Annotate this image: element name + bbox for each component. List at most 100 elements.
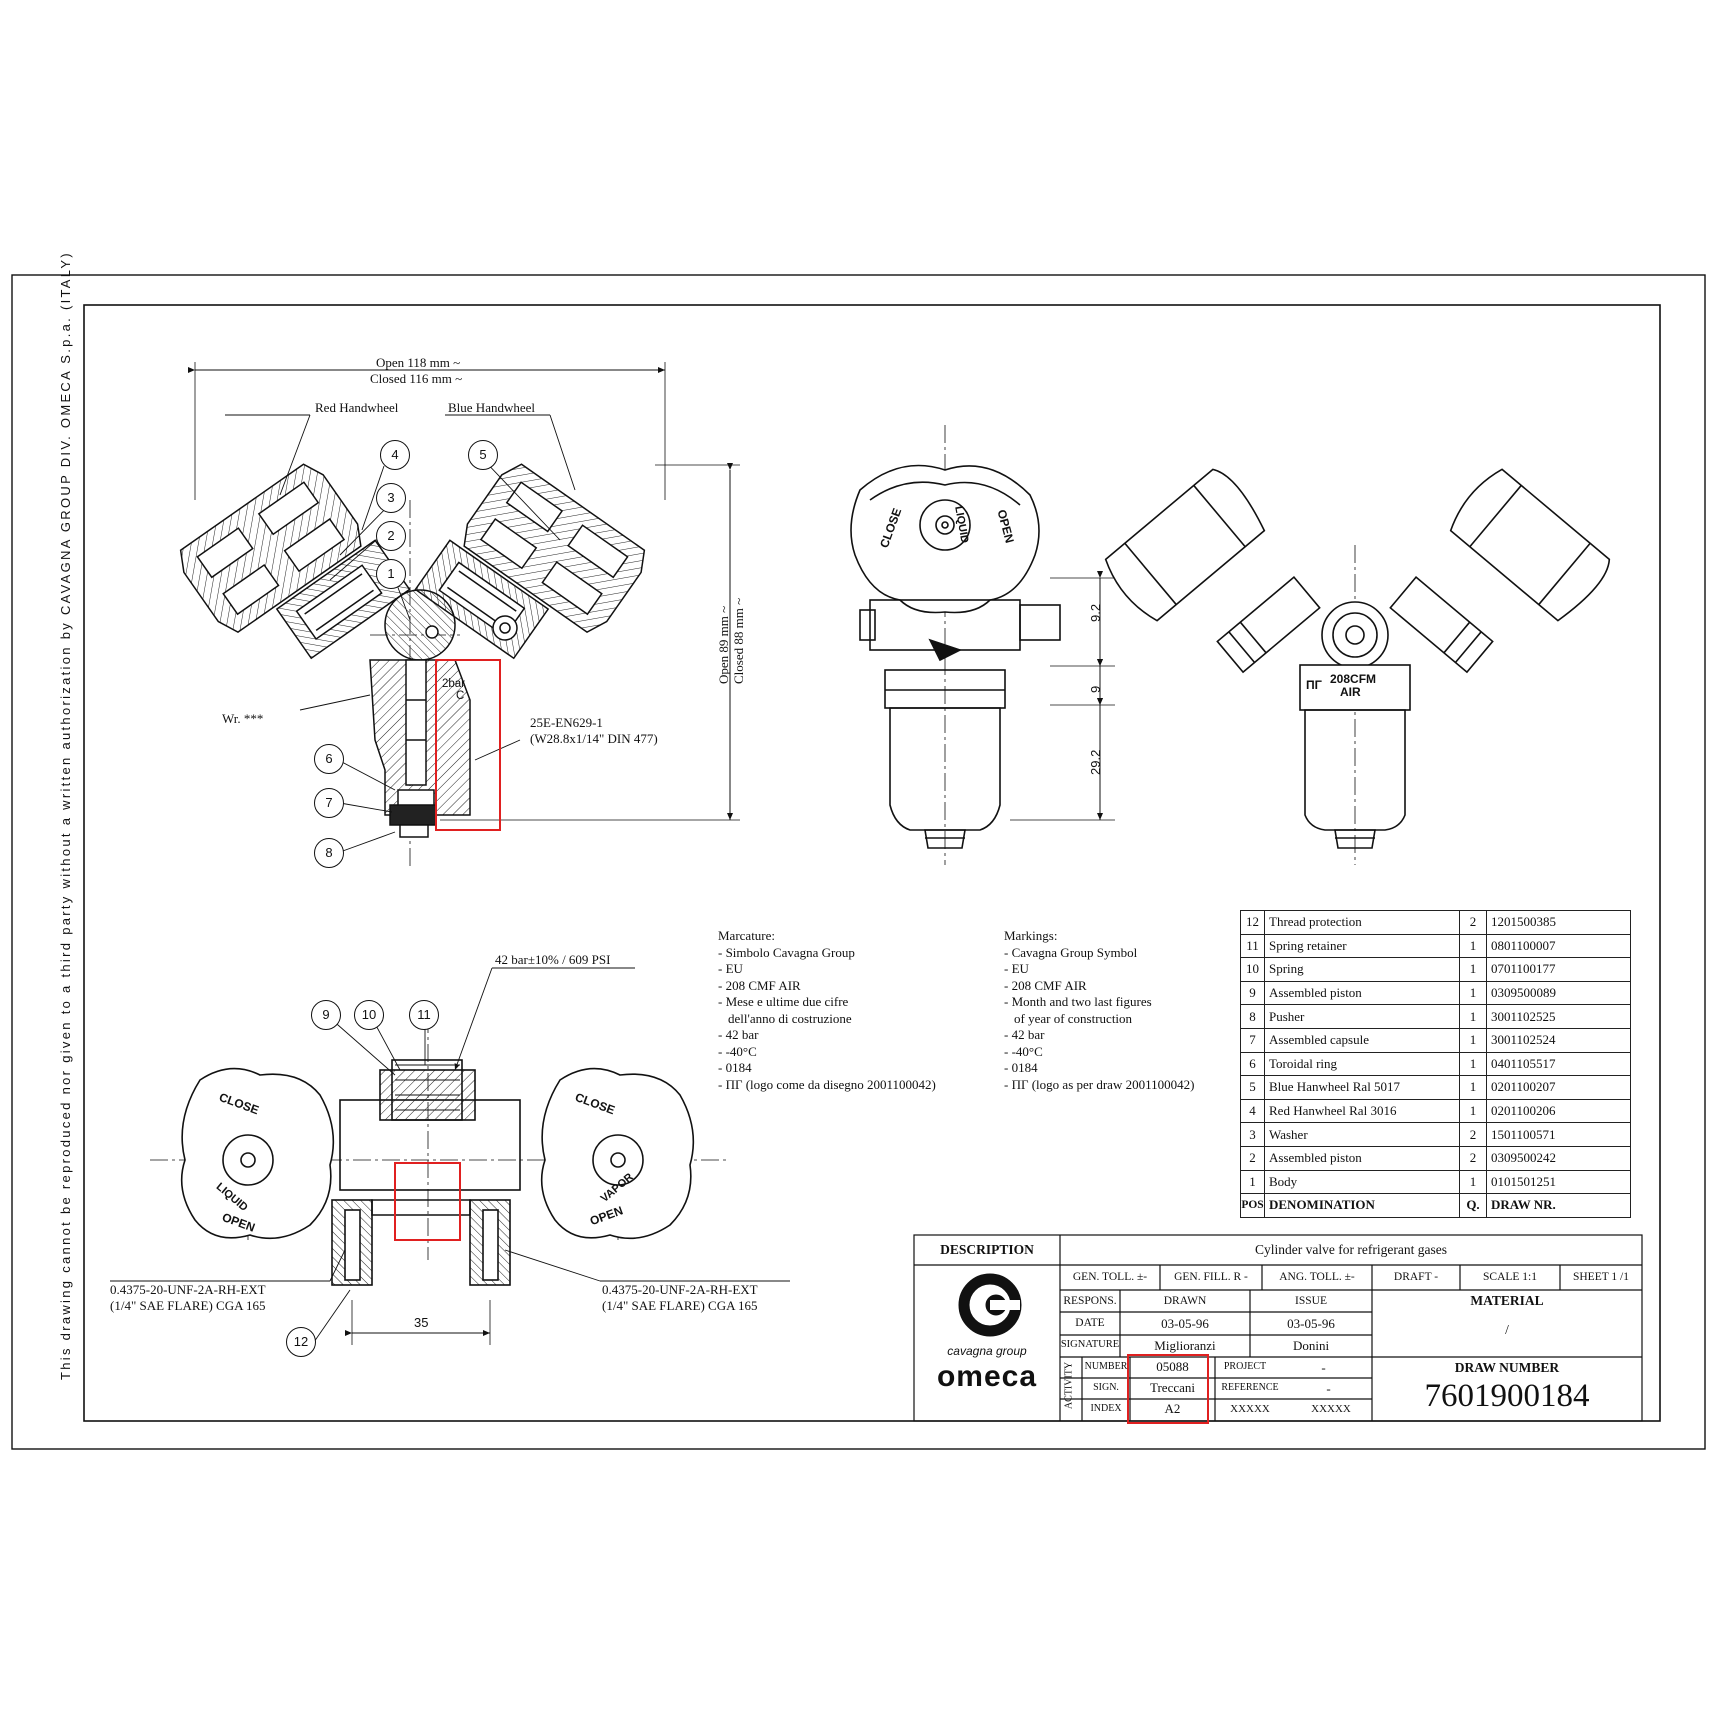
markings-english-line: - ΠΓ (logo as per draw 2001100042) (1004, 1076, 1195, 1092)
markings-english-title: Markings: (1004, 928, 1058, 943)
back-marking-line2: AIR (1340, 685, 1361, 699)
bom-draw-nr: 3001102525 (1486, 1004, 1631, 1029)
highlight-activity-box (1127, 1354, 1209, 1424)
date-label: DATE (1075, 1317, 1105, 1329)
issue-label: ISSUE (1295, 1295, 1327, 1307)
bom-pos: 9 (1240, 980, 1265, 1006)
respons-label: RESPONS. (1063, 1295, 1117, 1307)
bom-pos: 12 (1240, 910, 1265, 935)
markings-english-line: - 42 bar (1004, 1027, 1045, 1042)
bom-draw-nr: 0401105517 (1486, 1051, 1631, 1077)
markings-italian-line: - ΠΓ (logo come da disegno 2001100042) (718, 1076, 936, 1092)
outer-border (11, 274, 1706, 1450)
bom-pos: 5 (1240, 1075, 1265, 1100)
title-block-grid (913, 1234, 1643, 1422)
closed-height-label: Closed 88 mm ~ (731, 597, 746, 684)
bom-pos: 7 (1240, 1027, 1265, 1053)
sig-drawn: Miglioranzi (1154, 1338, 1216, 1353)
logo-tagline: cavagna group (947, 1344, 1027, 1358)
markings-english-line: - Cavagna Group Symbol (1004, 944, 1138, 960)
sign-value: Treccani (1149, 1380, 1195, 1395)
bom-draw-nr: 1501100571 (1486, 1122, 1631, 1147)
bom-pos: 11 (1240, 933, 1265, 959)
index-x1: XXXXX (1230, 1403, 1270, 1415)
top-view-section (110, 967, 790, 1356)
markings-english-line: - 208 CMF AIR (1004, 977, 1087, 993)
project-label: PROJECT (1223, 1361, 1267, 1372)
callout-8: 8 (314, 838, 344, 868)
reference-label: REFERENCE (1221, 1382, 1279, 1393)
callout-2: 2 (376, 521, 406, 551)
bom-quantity: 1 (1459, 980, 1487, 1006)
side-view-section (850, 425, 1115, 865)
bom-header-draw-nr: DRAW NR. (1486, 1193, 1631, 1218)
bom-pos: 4 (1240, 1098, 1265, 1124)
bom-draw-nr: 0309500089 (1486, 980, 1631, 1006)
signature-label: SIGNATURE (1060, 1339, 1120, 1350)
markings-english-line: - -40°C (1004, 1043, 1043, 1059)
callout-5: 5 (468, 440, 498, 470)
relief-setting-label: 42 bar±10% / 609 PSI (495, 952, 611, 967)
thread-spec-line2: (W28.8x1/14" DIN 477) (530, 731, 658, 746)
stamp-line2: C (456, 690, 465, 702)
bom-quantity: 2 (1459, 1145, 1487, 1171)
index-value: A2 (1164, 1401, 1181, 1416)
dim-9: 9 (1088, 685, 1103, 693)
sign-label: SIGN. (1093, 1382, 1119, 1393)
draft: DRAFT - (1393, 1271, 1439, 1283)
bom-pos: 10 (1240, 957, 1265, 982)
sig-issue: Donini (1292, 1338, 1330, 1353)
omeca-logo-mark (958, 1273, 1022, 1337)
bom-denomination: Assembled capsule (1264, 1027, 1460, 1053)
bom-denomination: Assembled piston (1264, 1145, 1460, 1171)
outlet-right-line2: (1/4" SAE FLARE) CGA 165 (602, 1298, 758, 1313)
front-view-section (179, 362, 740, 870)
callout-12: 12 (286, 1327, 316, 1357)
bom-pos: 2 (1240, 1145, 1265, 1171)
open-height-label: Open 89 mm ~ (716, 605, 731, 684)
ang-toll: ANG. TOLL. ±- (1279, 1271, 1355, 1283)
bom-quantity: 1 (1459, 1075, 1487, 1100)
bom-draw-nr: 0801100007 (1486, 933, 1631, 959)
number-value: 05088 (1156, 1359, 1189, 1374)
bom-quantity: 2 (1459, 910, 1487, 935)
bom-header-denomination: DENOMINATION (1264, 1193, 1460, 1218)
index-x2: XXXXX (1311, 1403, 1351, 1415)
bom-pos: 3 (1240, 1122, 1265, 1147)
reference-value: - (1326, 1381, 1331, 1396)
bom-denomination: Toroidal ring (1264, 1051, 1460, 1077)
markings-italian-line: - -40°C (718, 1043, 757, 1059)
copyright-notice: This drawing cannot be reproduced nor gi… (58, 251, 73, 1380)
bom-draw-nr: 1201500385 (1486, 910, 1631, 935)
stamp-line1: 2bar (442, 678, 466, 690)
bom-pos: 8 (1240, 1004, 1265, 1029)
red-handwheel-label: Red Handwheel (315, 400, 399, 415)
markings-italian-line: dell'anno di costruzione (728, 1010, 852, 1026)
back-marking-line1: 208CFM (1330, 672, 1377, 686)
outlet-right-line1: 0.4375-20-UNF-2A-RH-EXT (602, 1282, 758, 1297)
bom-header-pos: POS (1240, 1193, 1265, 1218)
inner-border (83, 304, 1661, 1422)
bom-draw-nr: 0201100207 (1486, 1075, 1631, 1100)
callout-11: 11 (409, 1000, 439, 1030)
open-width-label: Open 118 mm ~ (376, 355, 461, 370)
callout-7: 7 (314, 788, 344, 818)
bom-draw-nr: 0309500242 (1486, 1145, 1631, 1171)
markings-italian-line: - 0184 (718, 1060, 752, 1075)
markings-italian-line: - Simbolo Cavagna Group (718, 944, 855, 960)
outlet-left-line1: 0.4375-20-UNF-2A-RH-EXT (110, 1282, 266, 1297)
bom-quantity: 1 (1459, 1051, 1487, 1077)
bom-quantity: 1 (1459, 933, 1487, 959)
bom-draw-nr: 0701100177 (1486, 957, 1631, 982)
bom-quantity: 2 (1459, 1122, 1487, 1147)
bom-header-quantity: Q. (1459, 1193, 1487, 1218)
